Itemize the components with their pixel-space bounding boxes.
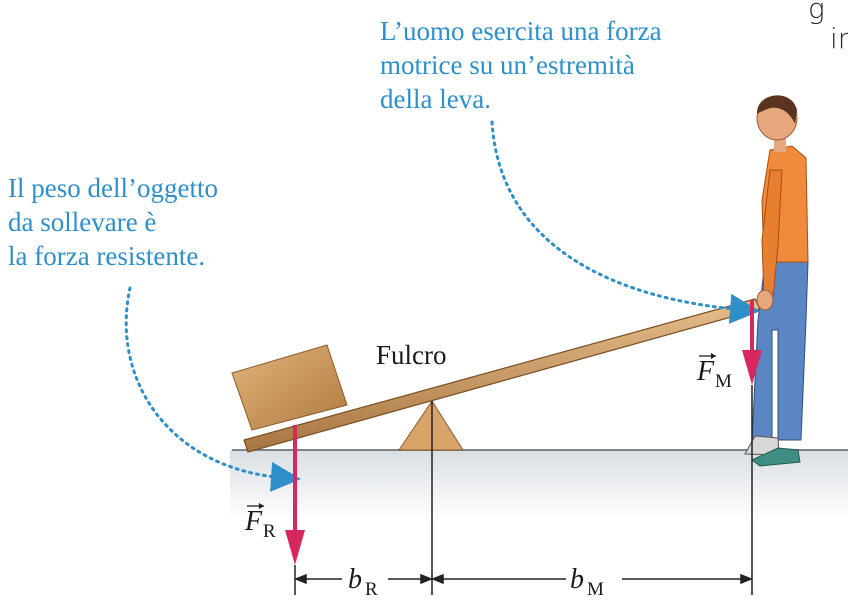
svg-text:b: b <box>570 564 584 595</box>
leader-weight <box>124 286 301 492</box>
label-arm-motive: b M <box>570 564 604 600</box>
caption-line: la forza resistente. <box>8 241 206 271</box>
caption-line: L’uomo esercita una forza <box>380 16 662 46</box>
corner-text-fragment: g <box>808 0 825 25</box>
force-arrow-resistant <box>285 425 305 565</box>
svg-text:M: M <box>715 371 732 392</box>
caption-line: Il peso dell’oggetto <box>8 173 218 203</box>
man-figure <box>744 95 809 467</box>
fulcrum-label: Fulcro <box>376 340 447 370</box>
label-arm-resistant: b R <box>348 564 378 600</box>
box-load <box>231 344 348 431</box>
fulcrum-triangle <box>398 400 464 451</box>
svg-text:R: R <box>263 521 276 542</box>
svg-text:R: R <box>365 579 378 600</box>
caption-resistant-force: Il peso dell’oggetto da sollevare è la f… <box>8 171 218 273</box>
svg-text:F: F <box>696 356 715 387</box>
dimension-arm-resistant <box>293 573 434 585</box>
leader-man <box>490 120 760 324</box>
label-force-resistant: F R <box>244 503 276 542</box>
floor-shadow <box>230 450 848 520</box>
label-force-motive: F M <box>696 353 732 392</box>
corner-text-fragment: in <box>830 22 848 55</box>
force-arrow-motive <box>742 300 762 385</box>
caption-line: della leva. <box>380 84 491 114</box>
svg-text:F: F <box>244 506 263 537</box>
dimension-arm-motive <box>430 573 754 585</box>
caption-line: motrice su un’estremità <box>380 50 635 80</box>
caption-motive-force: L’uomo esercita una forza motrice su un’… <box>380 14 662 116</box>
caption-line: da sollevare è <box>8 207 157 237</box>
svg-text:b: b <box>348 564 362 595</box>
svg-text:M: M <box>587 579 604 600</box>
